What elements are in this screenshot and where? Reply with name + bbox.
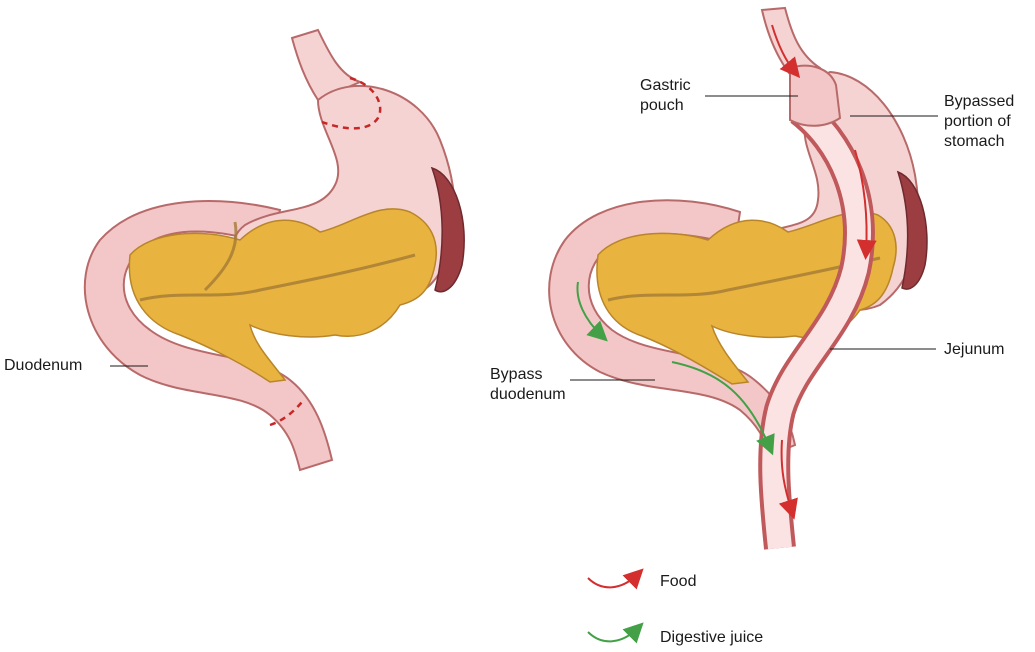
gastric-pouch-label: Gastric pouch bbox=[640, 76, 691, 116]
gastric-pouch-line-1: Gastric bbox=[640, 76, 691, 96]
bypass-duodenum-line-2: duodenum bbox=[490, 385, 566, 405]
bypassed-stomach-line-2: portion of bbox=[944, 112, 1014, 132]
green-curved-arrow-icon bbox=[588, 628, 638, 641]
gastric-pouch-line-2: pouch bbox=[640, 96, 691, 116]
normal-anatomy bbox=[85, 30, 464, 470]
jejunum-label: Jejunum bbox=[944, 340, 1004, 360]
bypassed-stomach-label: Bypassed portion of stomach bbox=[944, 92, 1014, 152]
bypassed-stomach-line-3: stomach bbox=[944, 132, 1014, 152]
red-curved-arrow-icon bbox=[588, 574, 638, 587]
bypass-duodenum-line-1: Bypass bbox=[490, 365, 566, 385]
bypassed-stomach-line-1: Bypassed bbox=[944, 92, 1014, 112]
bypass-anatomy bbox=[549, 8, 927, 548]
duodenum-label: Duodenum bbox=[4, 356, 82, 376]
legend-food-label: Food bbox=[660, 572, 696, 592]
bypass-duodenum-label: Bypass duodenum bbox=[490, 365, 566, 405]
legend-digestive-juice-label: Digestive juice bbox=[660, 628, 763, 648]
